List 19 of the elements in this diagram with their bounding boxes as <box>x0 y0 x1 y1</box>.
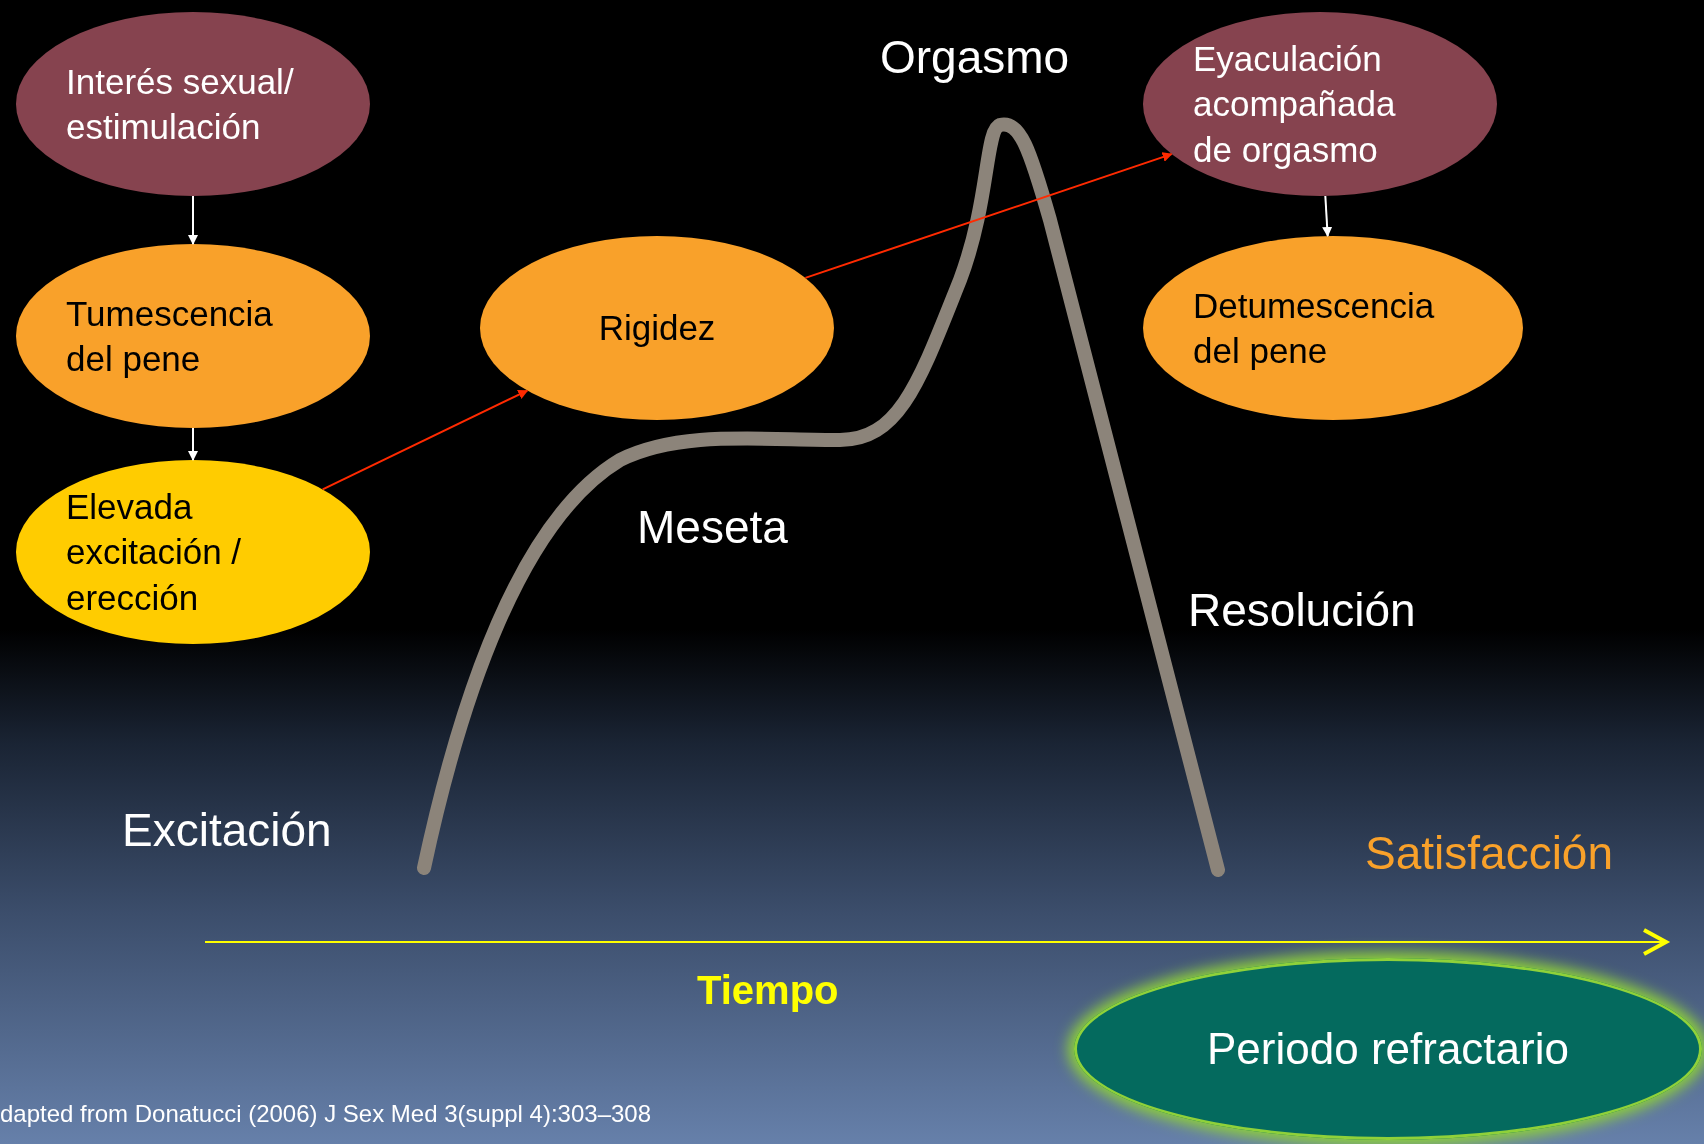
phase-label: Resolución <box>1188 583 1416 637</box>
axis-label: Tiempo <box>697 968 839 1013</box>
stage-label: Tumescencia del pene <box>66 292 274 380</box>
phase-label: Excitación <box>122 803 332 857</box>
arrow <box>1322 194 1333 238</box>
phase-label: Orgasmo <box>880 30 1070 84</box>
stage-label: Rigidez <box>598 307 716 350</box>
phase-label: Satisfacción <box>1365 826 1613 880</box>
arrow <box>188 195 198 245</box>
stage-label: Periodo refractario <box>1207 1023 1569 1076</box>
arrow <box>321 389 529 491</box>
stage-label: Elevada excitación / erección <box>66 485 243 619</box>
stage-label: Eyaculación acompañada de orgasmo <box>1193 37 1397 171</box>
stage-label: Interés sexual/ estimulación <box>66 60 295 148</box>
arrow <box>188 427 198 461</box>
arrow <box>804 152 1173 279</box>
stage-label: Detumescencia del pene <box>1193 284 1436 372</box>
phase-label: Meseta <box>637 500 788 554</box>
citation-text: dapted from Donatucci (2006) J Sex Med 3(suppl 4):303–308 <box>0 1100 652 1128</box>
